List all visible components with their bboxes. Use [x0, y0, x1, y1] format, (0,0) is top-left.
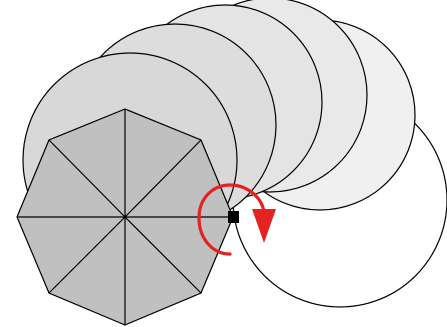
pivot-square-icon [228, 211, 239, 223]
